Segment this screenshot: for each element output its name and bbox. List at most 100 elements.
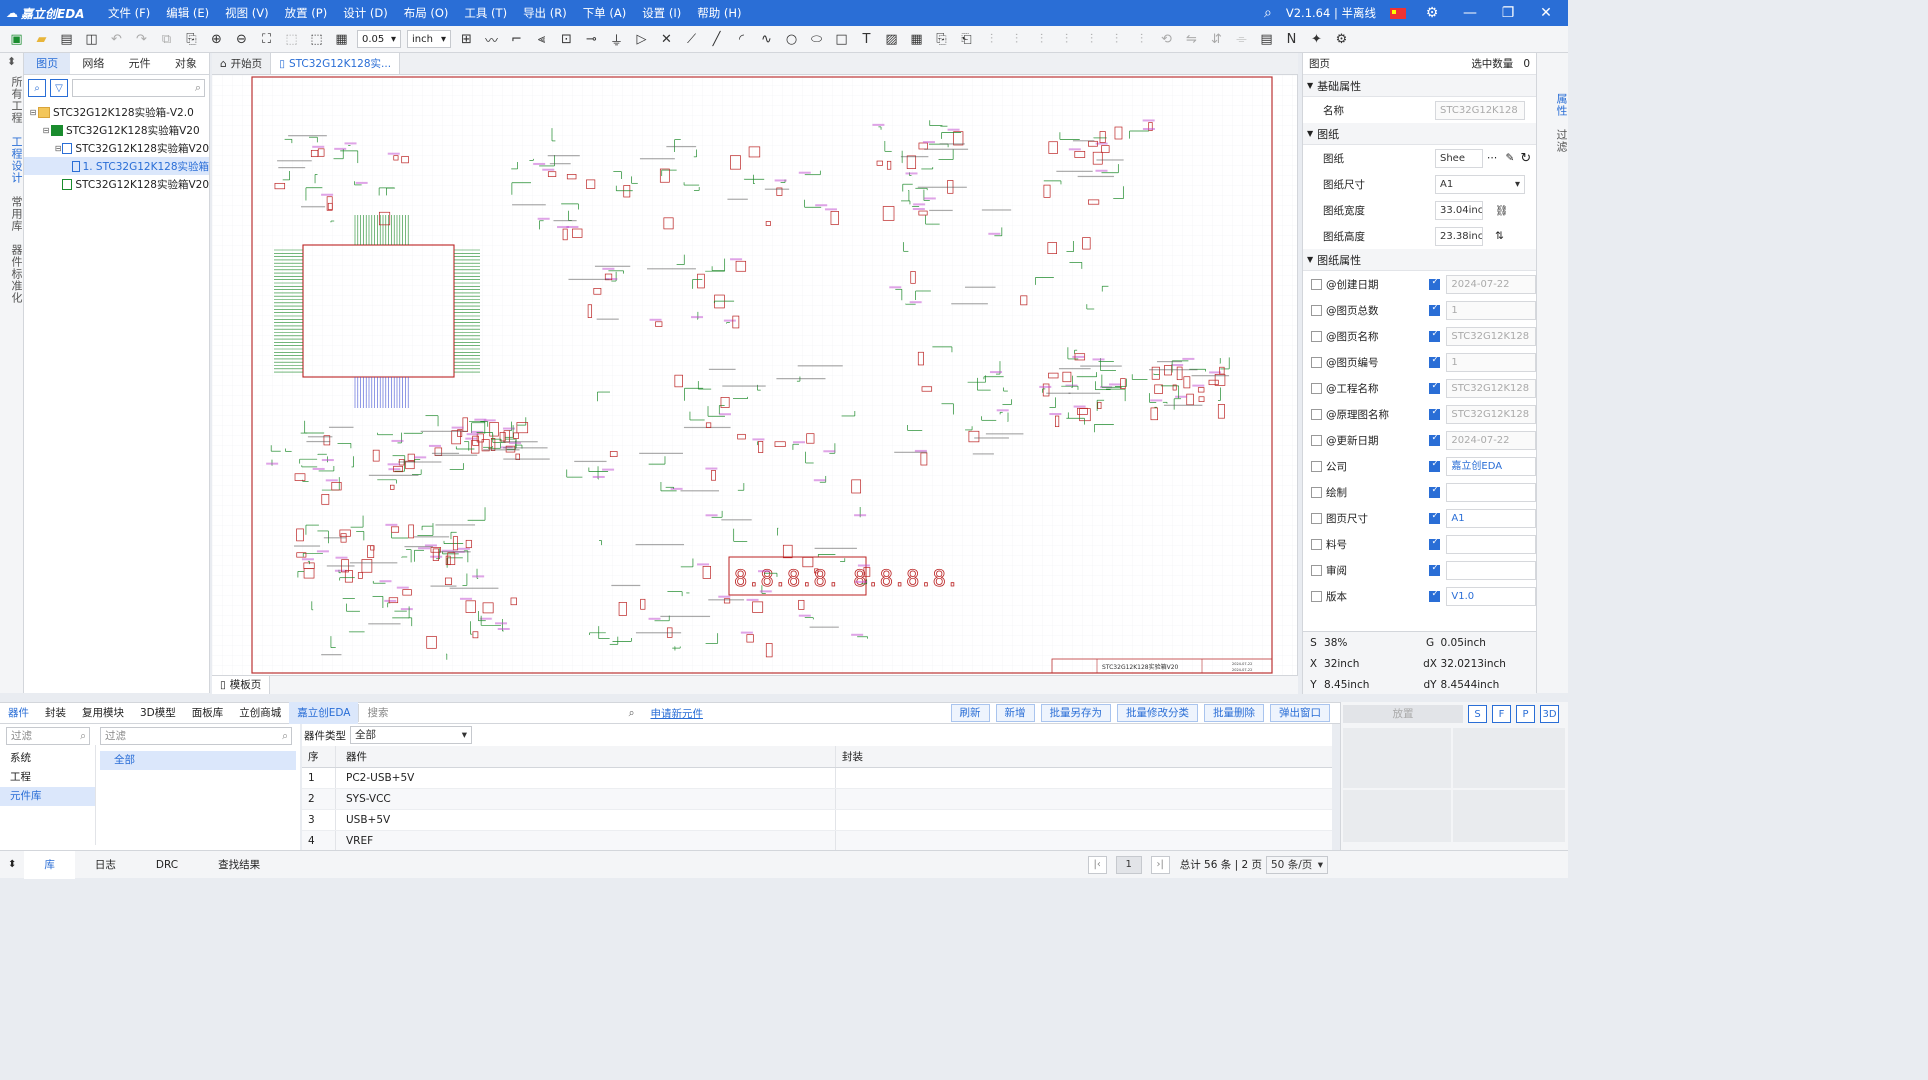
collapse-icon[interactable]: ⊟	[54, 143, 62, 153]
subcategory-item[interactable]: 全部	[100, 751, 296, 770]
image-icon[interactable]: ▨	[885, 31, 898, 47]
preview-footprint-button[interactable]: F	[1492, 705, 1511, 723]
page-number-input[interactable]: 1	[1115, 855, 1142, 874]
library-button-5[interactable]: 弹出窗口	[1270, 704, 1330, 722]
probe-icon[interactable]: ⟋	[686, 31, 697, 47]
subcategory-filter-input[interactable]: 过滤⌕	[100, 727, 292, 745]
vtab-filter[interactable]: 过滤	[1555, 129, 1568, 153]
swap-icon[interactable]: ⇅	[1495, 230, 1504, 242]
menu-item-4[interactable]: 设计 (D)	[343, 6, 388, 20]
collapse-icon[interactable]: ⊟	[29, 107, 37, 117]
sheet-prop-value[interactable]: 2024-07-22	[1446, 274, 1536, 294]
zoom-select-icon[interactable]: ⬚	[310, 31, 323, 47]
vtab-common-library[interactable]: 常用库	[10, 196, 23, 232]
netlist-icon[interactable]: ⎘	[936, 31, 947, 47]
undo-icon[interactable]: ↶	[111, 31, 122, 47]
circle-icon[interactable]: ○	[785, 31, 798, 47]
settings-icon[interactable]: ⚙	[1335, 31, 1348, 47]
prop-visible-checkbox[interactable]	[1311, 460, 1322, 472]
vtab-device-standardization[interactable]: 器件标准化	[10, 244, 23, 304]
sheet-prop-value[interactable]	[1446, 560, 1536, 580]
prop-show-name-checkbox[interactable]	[1429, 355, 1441, 368]
menu-item-9[interactable]: 设置 (I)	[642, 6, 682, 20]
menu-item-1[interactable]: 编辑 (E)	[166, 6, 210, 20]
prop-show-name-checkbox[interactable]	[1429, 511, 1441, 524]
tab-library[interactable]: 库	[24, 850, 75, 879]
prop-visible-checkbox[interactable]	[1311, 564, 1322, 576]
vtab-all-projects[interactable]: 所有工程	[10, 76, 23, 124]
prop-sheet-height-input[interactable]: 23.38inch	[1435, 226, 1483, 246]
category-item[interactable]: 元件库	[0, 787, 95, 806]
document-icon[interactable]: ▤	[1260, 31, 1273, 47]
prop-visible-checkbox[interactable]	[1311, 382, 1322, 394]
menu-item-6[interactable]: 工具 (T)	[464, 6, 508, 20]
device-type-select[interactable]: 全部▾	[350, 726, 472, 744]
link-icon[interactable]: ⛓	[1495, 204, 1509, 217]
line-icon[interactable]: ╱	[712, 31, 721, 47]
no-connect-icon[interactable]: ✕	[661, 31, 672, 47]
library-tab-1[interactable]: 封装	[45, 707, 66, 719]
menu-item-2[interactable]: 视图 (V)	[225, 6, 269, 20]
prop-show-name-checkbox[interactable]	[1429, 277, 1441, 290]
schematic-drawing[interactable]: STC32G12K128实验箱V20 2024-07-22 2024-07-22…	[212, 75, 1298, 675]
gear-icon[interactable]: ⚙	[1425, 5, 1439, 21]
table-icon[interactable]: ▦	[910, 31, 923, 47]
library-button-4[interactable]: 批量删除	[1204, 704, 1264, 722]
distribute-h-icon[interactable]: ⫶	[1114, 31, 1119, 47]
sheet-prop-value[interactable]: V1.0	[1446, 586, 1536, 606]
tab-components[interactable]: 元件	[128, 57, 151, 70]
close-button[interactable]: ✕	[1540, 5, 1552, 21]
search-icon[interactable]: ⌕	[1264, 5, 1272, 21]
library-button-1[interactable]: 新增	[995, 704, 1035, 722]
next-page-button[interactable]: ›|	[1150, 855, 1170, 874]
component-icon[interactable]: ⊞	[461, 31, 472, 47]
sheet-prop-value[interactable]	[1446, 534, 1536, 554]
align-bottom-icon[interactable]: ⫶	[1064, 31, 1069, 47]
library-tab-4[interactable]: 面板库	[191, 707, 224, 719]
col-device[interactable]: 器件	[336, 746, 836, 767]
section-basic[interactable]: ▼基础属性	[1303, 75, 1536, 97]
ellipse-icon[interactable]: ⬭	[810, 31, 823, 47]
prop-show-name-checkbox[interactable]	[1429, 459, 1441, 472]
wire-icon[interactable]: 〰	[484, 33, 498, 49]
library-tab-6[interactable]: 嘉立创EDA	[289, 702, 359, 724]
tab-find-results[interactable]: 查找结果	[218, 858, 261, 871]
text-icon[interactable]: T	[862, 31, 871, 47]
prop-show-name-checkbox[interactable]	[1429, 433, 1441, 446]
fit-view-icon[interactable]: ⛶	[261, 31, 272, 47]
prop-visible-checkbox[interactable]	[1311, 304, 1322, 316]
col-index[interactable]: 序	[302, 746, 336, 767]
sheet-prop-value[interactable]: 1	[1446, 300, 1536, 320]
align-right-icon[interactable]: ⫶	[1014, 31, 1019, 47]
menu-item-8[interactable]: 下单 (A)	[582, 6, 627, 20]
prop-sheet-input[interactable]: Shee	[1435, 148, 1483, 168]
prop-show-name-checkbox[interactable]	[1429, 485, 1441, 498]
collapse-icon[interactable]: ⊟	[42, 125, 50, 135]
align-left-icon[interactable]: ⫶	[989, 31, 994, 47]
place-button[interactable]: 放置	[1343, 705, 1463, 723]
tab-drc[interactable]: DRC	[155, 858, 179, 871]
sheet-prop-value[interactable]: 嘉立创EDA	[1446, 456, 1536, 476]
maximize-button[interactable]: ❐	[1501, 5, 1515, 21]
category-item[interactable]: 工程	[10, 771, 31, 783]
debug-icon[interactable]: ✦	[1311, 31, 1322, 47]
bezier-icon[interactable]: ∿	[761, 31, 772, 47]
sheet-prop-value[interactable]: 2024-07-22	[1446, 430, 1536, 450]
unit-select[interactable]: inch▾	[407, 30, 451, 48]
sheet-prop-value[interactable]: STC32G12K128	[1446, 404, 1536, 424]
library-button-2[interactable]: 批量另存为	[1040, 704, 1111, 722]
prop-visible-checkbox[interactable]	[1311, 356, 1322, 368]
preview-symbol-button[interactable]: S	[1468, 705, 1487, 723]
tree-item[interactable]: ⊟STC32G12K128实验箱-V2.0	[24, 103, 209, 121]
prop-show-name-checkbox[interactable]	[1429, 329, 1441, 342]
zoom-area-icon[interactable]: ⬚	[285, 31, 298, 47]
prop-visible-checkbox[interactable]	[1311, 486, 1322, 498]
tree-item[interactable]: 1. STC32G12K128实验箱	[24, 157, 209, 175]
bus-icon[interactable]: ⌐	[511, 31, 522, 47]
sheet-prop-value[interactable]: STC32G12K128	[1446, 326, 1536, 346]
tab-objects[interactable]: 对象	[174, 57, 197, 70]
bom-icon[interactable]: ⎗	[961, 31, 972, 47]
